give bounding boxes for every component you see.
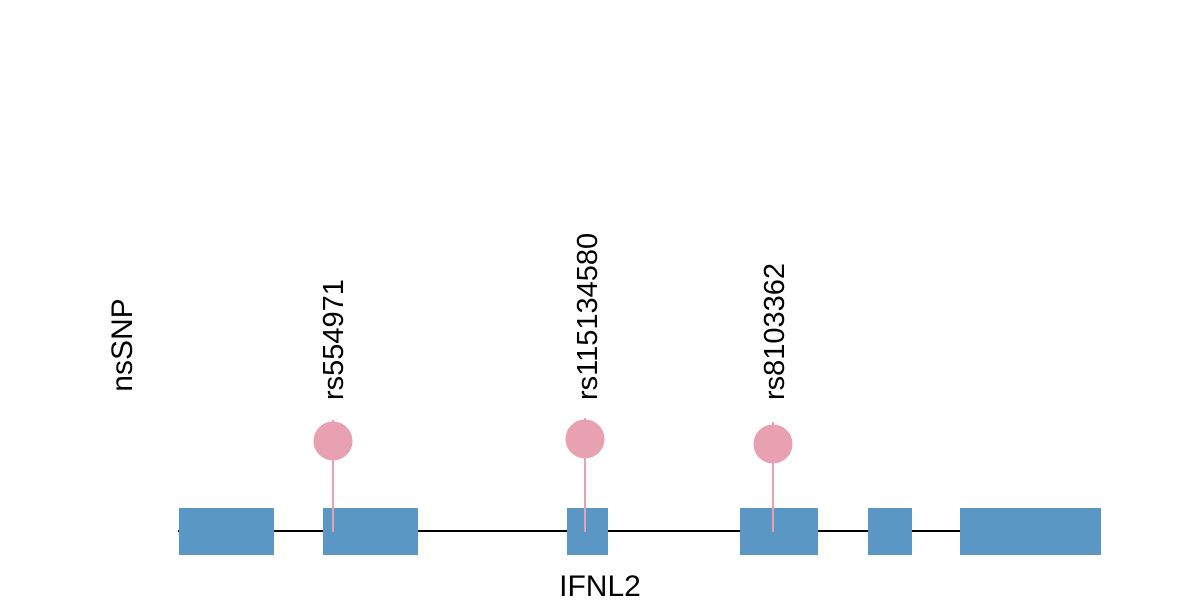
- snp-label: rs115134580: [572, 233, 604, 400]
- exon-1: [179, 508, 274, 555]
- exon-5: [868, 508, 912, 555]
- gene-label: IFNL2: [559, 570, 641, 600]
- snp-label: rs554971: [318, 279, 350, 400]
- exon-2: [323, 508, 418, 555]
- snp-marker: rs8103362: [753, 263, 793, 532]
- snp-head: [565, 419, 605, 459]
- snp-head: [753, 424, 793, 464]
- exon-6: [960, 508, 1101, 555]
- exon-4: [740, 508, 818, 555]
- snp-marker: rs554971: [313, 279, 353, 532]
- exon-group: [179, 508, 1101, 555]
- snp-head: [313, 421, 353, 461]
- exon-3: [567, 508, 608, 555]
- track-label: nsSNP: [106, 298, 139, 391]
- snp-label: rs8103362: [759, 263, 791, 400]
- snp-marker: rs115134580: [565, 233, 605, 532]
